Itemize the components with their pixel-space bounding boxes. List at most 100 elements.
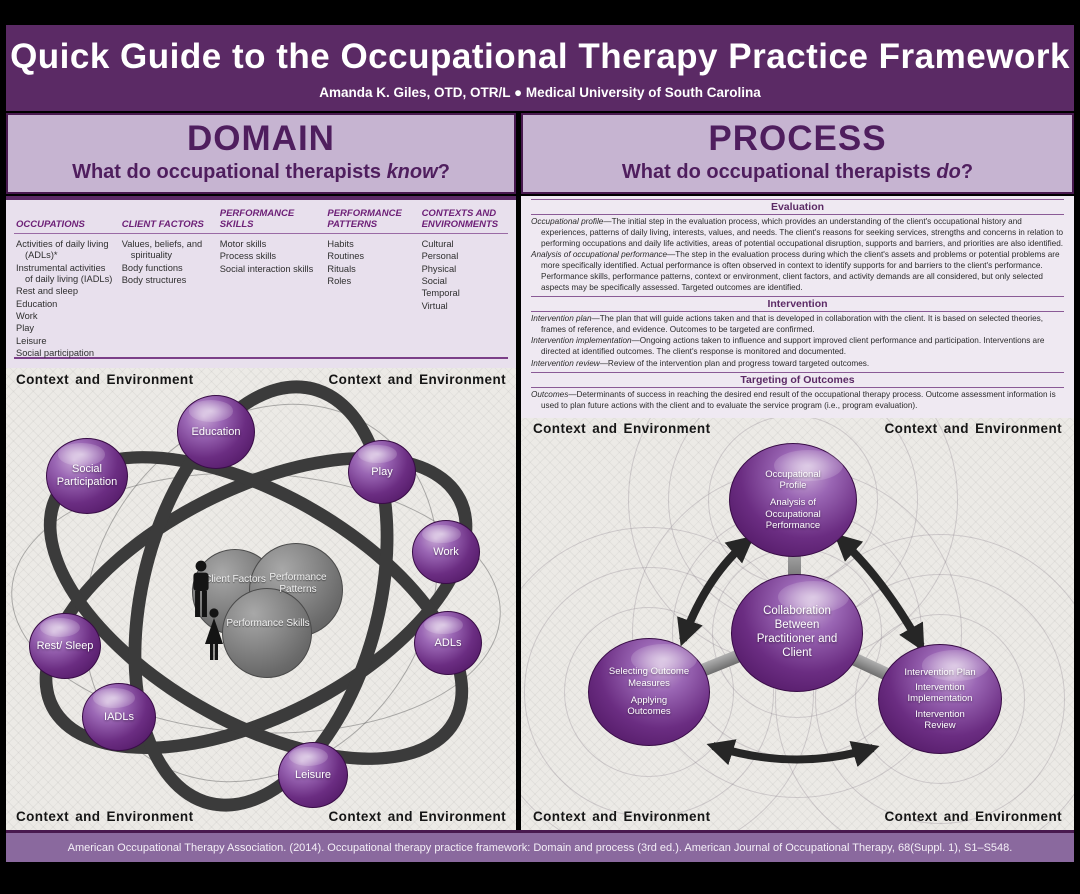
column-contexts-environments: Cultural Personal Physical Social Tempor… [420,237,508,357]
citation-band: American Occupational Therapy Associatio… [6,830,1074,862]
table-item: Rest and sleep [16,286,79,297]
man-icon [188,560,214,622]
client-factors-label: Client Factors [204,574,266,585]
domain-node-adls: ADLs [414,611,482,675]
table-item: Physical [421,263,457,274]
node-label: Social Participation [56,463,118,488]
context-environment-label: Context and Environment [328,809,506,824]
table-item: Body functions [121,262,183,273]
node-label: Leisure [294,768,332,781]
table-item: Motor skills [219,239,267,249]
domain-node-leisure: Leisure [278,742,348,808]
definition-entry: Intervention implementation—Ongoing acti… [531,336,1064,358]
table-item: Values, beliefs, and spirituality [121,239,203,261]
poster-title: Quick Guide to the Occupational Therapy … [10,37,1070,76]
definition-term: Intervention review [531,359,600,369]
column-header-performance-skills: PERFORMANCE SKILLS [219,208,295,231]
definition-term: Outcomes [531,389,569,399]
table-item: Virtual [421,300,448,311]
domain-question-suffix: ? [437,161,450,183]
definition-entry: Intervention plan—The plan that will gui… [531,314,1064,336]
table-item: Work [16,310,38,321]
context-environment-label: Context and Environment [16,372,194,387]
definition-text: —The step in the evaluation process duri… [541,250,1060,292]
column-header-contexts-environments: CONTEXTS AND ENVIRONMENTS [421,208,499,231]
node-line: Selecting Outcome Measures [608,666,690,689]
definition-text: —The initial step in the evaluation proc… [541,217,1064,248]
performance-patterns-label: Performance Patterns [269,572,327,595]
node-line: Intervention Review [915,708,965,732]
domain-node-rest-sleep: Rest/ Sleep [29,613,101,679]
domain-node-iadls: IADLs [82,683,156,751]
column-performance-patterns: Habits Routines Rituals Roles [325,237,419,357]
node-line: Applying Outcomes [627,695,671,718]
process-heading: PROCESS [708,119,887,158]
domain-node-social-participation: Social Participation [46,438,128,514]
table-item: Cultural [421,239,454,249]
column-client-factors: Values, beliefs, and spirituality Body f… [120,237,218,357]
node-line: Intervention Implementation [907,681,973,705]
table-item: Habits [327,239,354,249]
domain-table-body: Activities of daily living (ADLs)* Instr… [14,237,508,359]
process-question-emphasis: do [936,161,961,183]
context-environment-label: Context and Environment [16,809,194,824]
domain-node-education: Education [177,395,255,469]
section-heading: Intervention [531,295,1064,312]
node-label: Education [191,425,241,438]
cycle-arrows-graphic [677,533,925,767]
section-heading: Evaluation [531,199,1064,215]
process-diagram: Context and Environment Context and Envi… [521,418,1074,830]
definition-term: Occupational profile [531,217,604,226]
context-environment-label: Context and Environment [533,809,711,824]
table-item: Activities of daily living (ADLs)* [16,239,109,261]
definition-term: Intervention implementation [531,336,632,346]
column-performance-skills: Motor skills Process skills Social inter… [218,237,326,357]
definition-text: —Ongoing actions taken to influence and … [541,336,1045,357]
table-item: Roles [327,275,352,286]
definition-entry: Intervention review—Review of the interv… [531,359,1064,370]
domain-diagram: Context and Environment Context and Envi… [6,368,516,830]
definition-entry: Analysis of occupational performance—The… [531,250,1064,293]
node-label: IADLs [104,710,134,723]
node-line: Intervention Plan [904,666,976,678]
process-panel-header: PROCESS What do occupational therapists … [521,113,1074,194]
definition-term: Analysis of occupational performance [531,250,668,260]
node-line: Occupational Profile [765,468,821,491]
process-question-prefix: What do occupational therapists [621,161,937,183]
context-environment-label: Context and Environment [533,421,711,436]
column-header-client-factors: CLIENT FACTORS [121,219,204,231]
performance-skills-label: Performance Skills [226,618,310,629]
node-line: Analysis of Occupational Performance [765,497,821,532]
column-header-performance-patterns: PERFORMANCE PATTERNS [327,208,402,231]
domain-panel-header: DOMAIN What do occupational therapists k… [6,113,516,194]
domain-question: What do occupational therapists know? [8,161,514,184]
node-label: Rest/ Sleep [36,639,94,652]
process-question: What do occupational therapists do? [523,161,1072,184]
table-item: Rituals [327,263,356,274]
node-label: ADLs [434,636,462,649]
domain-node-work: Work [412,520,480,584]
context-environment-label: Context and Environment [328,372,506,387]
table-item: Routines [327,251,365,262]
column-occupations: Activities of daily living (ADLs)* Instr… [14,237,120,358]
process-node-collaboration: Collaboration Between Practitioner and C… [731,574,863,692]
definition-term: Intervention plan [531,313,592,323]
node-line: Collaboration Between Practitioner and C… [756,605,838,659]
node-label: Play [371,465,393,478]
section-evaluation: Evaluation Occupational profile—The init… [531,199,1064,294]
domain-table-header-row: OCCUPATIONS CLIENT FACTORS PERFORMANCE S… [14,204,508,234]
context-environment-label: Context and Environment [884,421,1062,436]
section-heading: Targeting of Outcomes [531,371,1064,388]
process-question-suffix: ? [960,161,974,183]
table-item: Personal [421,251,459,262]
section-intervention: Intervention Intervention plan—The plan … [531,295,1064,370]
table-item: Social interaction skills [219,263,314,274]
citation-text: American Occupational Therapy Associatio… [67,841,1013,854]
woman-icon [202,608,226,664]
process-definitions: Evaluation Occupational profile—The init… [521,196,1074,418]
table-item: Social [421,275,447,286]
domain-heading: DOMAIN [187,119,335,158]
table-item: Play [16,323,35,334]
context-environment-label: Context and Environment [884,809,1062,824]
table-item: Process skills [219,251,277,262]
